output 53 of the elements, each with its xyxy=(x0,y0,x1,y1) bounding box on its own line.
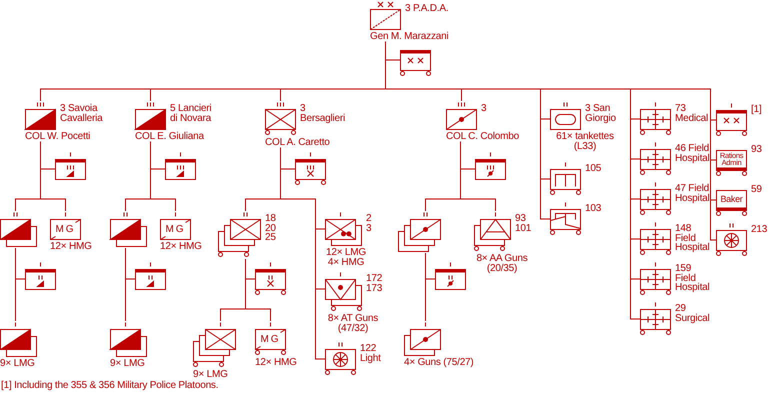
connector-line xyxy=(425,252,426,322)
symbol-text: MG xyxy=(165,224,186,234)
unit-label: 103 xyxy=(585,202,602,214)
unit-label: 3 San Giorgio xyxy=(585,102,617,123)
unit-label: 73 Medical xyxy=(675,102,708,123)
unit-note: 12× HMG xyxy=(50,242,92,252)
unit-label: 3 xyxy=(481,102,486,114)
symbol-text: MG xyxy=(260,334,281,344)
unit-label: 59 xyxy=(751,183,762,194)
unit-note: 9× LMG xyxy=(0,359,36,368)
unit-label: 2 3 xyxy=(366,212,372,233)
unit-note: 9× LMG xyxy=(110,359,146,368)
footnote: [1] Including the 355 & 356 Military Police Platoons. xyxy=(1,381,218,390)
connector-line xyxy=(40,141,66,212)
unit-note: COL A. Caretto xyxy=(265,138,331,148)
unit-label: 47 Field Hospital xyxy=(675,182,710,203)
unit-label: 29 Surgical xyxy=(675,302,710,323)
unit-note: 12× LMG 4× HMG xyxy=(325,248,367,267)
unit-label: 3 P.A.D.A. xyxy=(405,2,448,14)
connector-line xyxy=(15,248,16,322)
unit-label: 18 20 25 xyxy=(265,212,276,242)
connector-line xyxy=(460,141,496,212)
unit-label: 5 Lancieri di Novara xyxy=(170,102,212,123)
unit-note: 9× LMG xyxy=(193,370,229,380)
unit-label: 93 101 xyxy=(515,212,532,233)
unit-note: 12× HMG xyxy=(255,358,297,368)
unit-note: COL C. Colombo xyxy=(446,132,519,142)
unit-label: 172 173 xyxy=(366,272,382,293)
unit-label: 3 Bersaglieri xyxy=(300,102,346,123)
unit-note: COL E. Giuliana xyxy=(135,132,205,142)
unit-label: 122 Light xyxy=(360,342,381,363)
unit-label: 46 Field Hospital xyxy=(675,142,710,163)
connector-line xyxy=(280,147,326,360)
unit-label: 105 xyxy=(585,162,602,174)
unit-note: COL W. Pocetti xyxy=(25,132,92,142)
connector-line xyxy=(385,41,717,240)
symbol-text: MG xyxy=(55,224,76,234)
connector-line xyxy=(125,248,126,322)
unit-note: 8× AA Guns (20/35) xyxy=(475,254,529,273)
unit-label: 93 xyxy=(751,143,762,154)
unit-note: 8× AT Guns (47/32) xyxy=(326,314,380,333)
unit-label: 213 xyxy=(751,223,768,234)
unit-label: 3 Savoia Cavalleria xyxy=(60,102,102,123)
symbol-text: Baker xyxy=(720,194,742,204)
unit-label: [1] xyxy=(751,103,762,114)
unit-label: 148 Field Hospital xyxy=(675,222,710,252)
connector-line xyxy=(245,258,271,322)
unit-note: Gen M. Marazzani xyxy=(370,32,448,42)
unit-note: 61× tankettes (L33) xyxy=(555,132,615,151)
unit-note: 12× HMG xyxy=(160,242,202,252)
connector-line xyxy=(150,141,176,212)
unit-note: 4× Guns (75/27) xyxy=(404,358,474,368)
unit-label: 159 Field Hospital xyxy=(675,262,710,292)
